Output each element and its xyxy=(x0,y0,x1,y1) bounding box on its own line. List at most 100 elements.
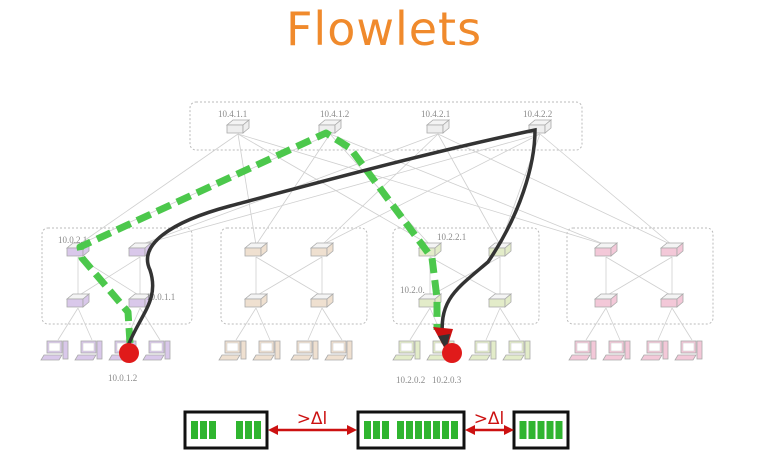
edge-host-link xyxy=(499,307,521,341)
packet-mark xyxy=(200,421,207,439)
host-label-1: 10.2.0.2 xyxy=(396,375,425,385)
host-computer-icon xyxy=(290,340,319,361)
host-computer-icon xyxy=(142,340,171,361)
host-computer-icon xyxy=(640,340,669,361)
packet-mark xyxy=(528,421,536,439)
flowlet-box-0 xyxy=(183,410,269,450)
edge-host-link xyxy=(657,307,673,341)
core-switch-icon xyxy=(225,119,251,134)
packet-mark xyxy=(433,421,440,439)
edge-label-1: 10.2.0. xyxy=(400,285,425,295)
core-agg-link xyxy=(539,133,673,246)
host-computer-icon xyxy=(40,340,69,361)
gap-arrow-1-left-head xyxy=(465,425,475,435)
agg-edge-link xyxy=(77,256,141,297)
core-label-0: 10.4.1.1 xyxy=(218,109,247,119)
flowlet-sequence: >Δl >Δl xyxy=(183,409,570,450)
host-computer-icon xyxy=(74,340,103,361)
topology-links xyxy=(57,133,693,341)
packet-mark xyxy=(373,421,380,439)
core-agg-link xyxy=(237,133,431,246)
edge-host-link xyxy=(485,307,501,341)
packet-mark xyxy=(245,421,252,439)
edge-label-0: 10.0.1.1 xyxy=(146,292,175,302)
edge-switch-icon xyxy=(417,293,443,308)
edge-host-link xyxy=(585,307,607,341)
green-flowlet-path xyxy=(76,129,441,344)
edge-host-link xyxy=(77,307,93,341)
edge-host-link xyxy=(409,307,431,341)
core-agg-link xyxy=(237,133,607,246)
packet-mark xyxy=(236,421,243,439)
pod-box-3 xyxy=(566,227,714,325)
agg-switch-icon xyxy=(659,242,685,257)
agg-edge-link xyxy=(605,256,673,297)
gap-arrow-0-right-head xyxy=(347,425,357,435)
host-computer-icon xyxy=(674,340,703,361)
pod-box-2 xyxy=(392,227,540,325)
packet-mark xyxy=(397,421,404,439)
host-computer-icon xyxy=(502,340,531,361)
slide-title: Flowlets xyxy=(285,2,483,56)
gap-label-0: >Δl xyxy=(297,409,328,429)
edge-switch-icon xyxy=(487,293,513,308)
edge-host-link xyxy=(57,307,79,341)
agg-edge-link xyxy=(255,256,323,297)
host-label-2: 10.2.0.3 xyxy=(432,375,462,385)
edge-switch-icon xyxy=(593,293,619,308)
packet-mark xyxy=(537,421,545,439)
packet-mark xyxy=(254,421,261,439)
edge-switch-icon xyxy=(65,293,91,308)
host-computer-icon xyxy=(392,340,421,361)
packet-mark xyxy=(406,421,413,439)
pod-box-1 xyxy=(220,227,368,325)
core-label-1: 10.4.1.2 xyxy=(320,109,349,119)
agg-label-0: 10.0.2.1 xyxy=(58,235,87,245)
packet-mark xyxy=(519,421,527,439)
edge-host-link xyxy=(235,307,257,341)
edge-host-link xyxy=(307,307,323,341)
edge-switch-icon xyxy=(659,293,685,308)
edge-host-link xyxy=(255,307,271,341)
core-label-3: 10.4.2.2 xyxy=(523,109,552,119)
host-computer-icon xyxy=(468,340,497,361)
core-agg-link xyxy=(237,133,257,246)
core-agg-link xyxy=(321,133,541,246)
core-label-2: 10.4.2.1 xyxy=(421,109,450,119)
host-computer-icon xyxy=(218,340,247,361)
packet-mark xyxy=(424,421,431,439)
core-agg-link xyxy=(437,133,673,246)
host-computer-icon xyxy=(252,340,281,361)
packet-mark xyxy=(451,421,458,439)
packet-mark xyxy=(209,421,216,439)
host-computer-icon xyxy=(568,340,597,361)
core-agg-link xyxy=(139,133,541,246)
host-computer-icon xyxy=(602,340,631,361)
gap-label-1: >Δl xyxy=(474,409,505,429)
source-endpoint-dot xyxy=(119,343,139,363)
agg-switch-icon xyxy=(309,242,335,257)
core-layer-box xyxy=(189,101,583,151)
packet-mark xyxy=(364,421,371,439)
destination-endpoint-dot xyxy=(442,343,462,363)
packet-mark xyxy=(442,421,449,439)
core-switch-icon xyxy=(425,119,451,134)
packet-mark xyxy=(546,421,554,439)
agg-label-1: 10.2.2.1 xyxy=(437,232,466,242)
gap-arrow-1-right-head xyxy=(504,425,514,435)
host-computer-icon xyxy=(324,340,353,361)
agg-switch-icon xyxy=(593,242,619,257)
agg-switch-icon xyxy=(243,242,269,257)
edge-host-link xyxy=(321,307,343,341)
packet-mark xyxy=(555,421,563,439)
edge-switch-icon xyxy=(243,293,269,308)
edge-host-link xyxy=(605,307,621,341)
edge-host-link xyxy=(671,307,693,341)
packet-mark xyxy=(191,421,198,439)
hosts xyxy=(40,340,703,361)
edge-switch-icon xyxy=(309,293,335,308)
core-agg-link xyxy=(77,133,239,246)
gap-arrow-0-left-head xyxy=(268,425,278,435)
black-flowlet-path xyxy=(126,127,537,348)
